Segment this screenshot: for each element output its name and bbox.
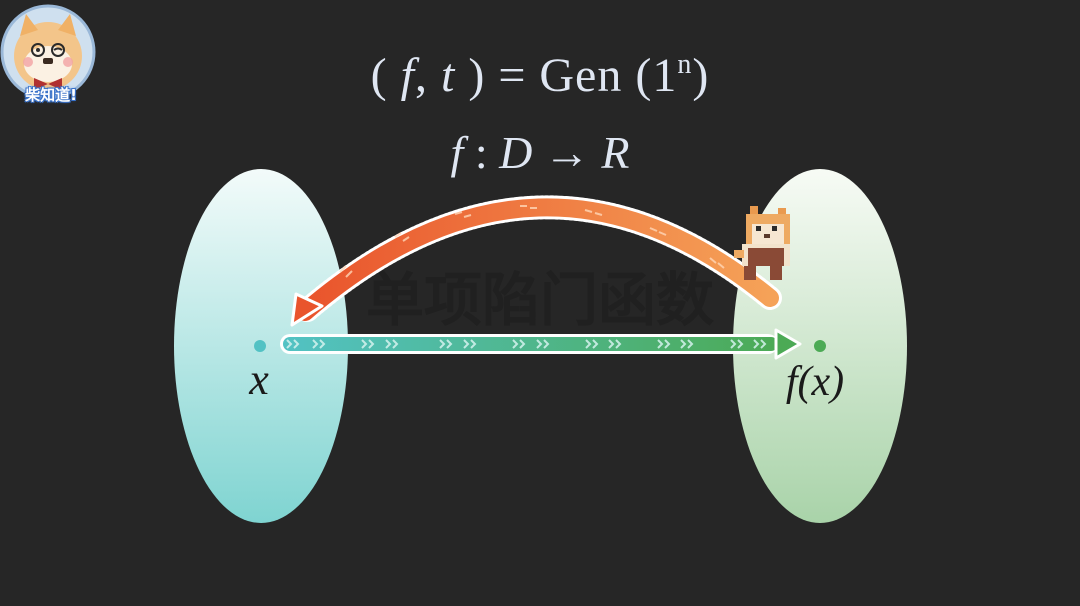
label-x: x (248, 355, 269, 404)
point-fx (814, 340, 826, 352)
formula-gen-call: ) = Gen (1 (468, 49, 678, 102)
point-x (254, 340, 266, 352)
watermark-text: 单项陷门函数 (366, 266, 714, 334)
forward-arrow (280, 328, 802, 360)
formula-comma: , (414, 49, 428, 102)
formula-mapping: f : D → R (0, 126, 1080, 179)
formula-open-paren: ( (370, 49, 388, 102)
formula-t: t (440, 49, 456, 102)
logo-badge-icon (0, 4, 96, 100)
mapping-f: f (450, 127, 464, 178)
mapping-colon: : (463, 127, 500, 178)
formula-gen: ( f, t ) = Gen (1n) (0, 48, 1080, 103)
mapping-domain: D (499, 127, 533, 178)
label-fx: f(x) (786, 359, 844, 405)
shiba-sprite-icon (734, 206, 790, 280)
formula-close-paren: ) (692, 49, 710, 102)
formula-f: f (400, 49, 415, 102)
logo-text: 柴知道! (25, 86, 77, 104)
mapping-arrow: → (532, 127, 602, 178)
formula-exponent: n (677, 49, 693, 80)
trapdoor-arrow (290, 195, 782, 327)
mapping-range: R (601, 127, 630, 178)
